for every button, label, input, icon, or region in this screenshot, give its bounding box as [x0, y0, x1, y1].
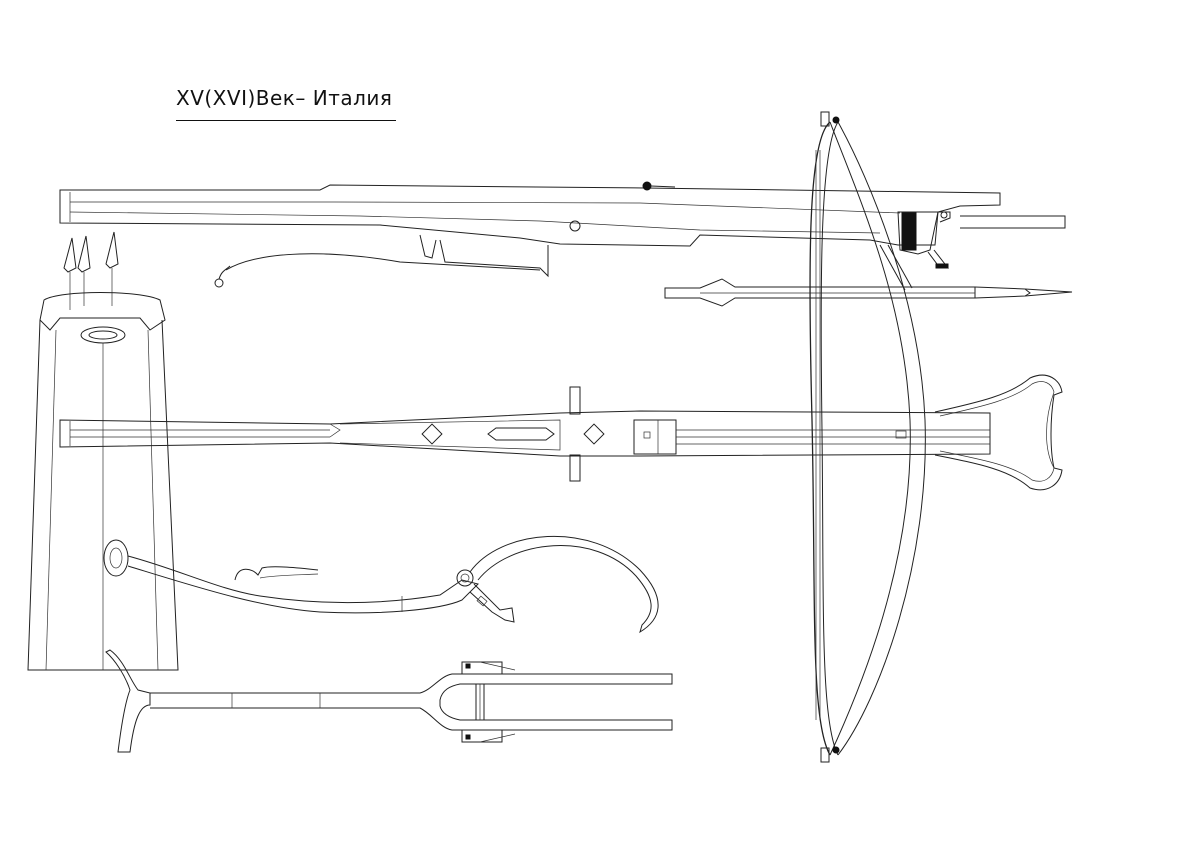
bow-prod-front-view [809, 111, 926, 763]
crossbow-bolt [664, 278, 1073, 307]
stock-side-view [59, 181, 1066, 291]
spanning-lever [103, 535, 659, 634]
quiver-with-bolts [27, 231, 179, 671]
stock-top-view [59, 374, 1063, 491]
title-underline [176, 120, 396, 121]
drawing-title: XV(XVI)Век– Италия [176, 86, 393, 110]
belt-claw-fork [105, 649, 673, 753]
